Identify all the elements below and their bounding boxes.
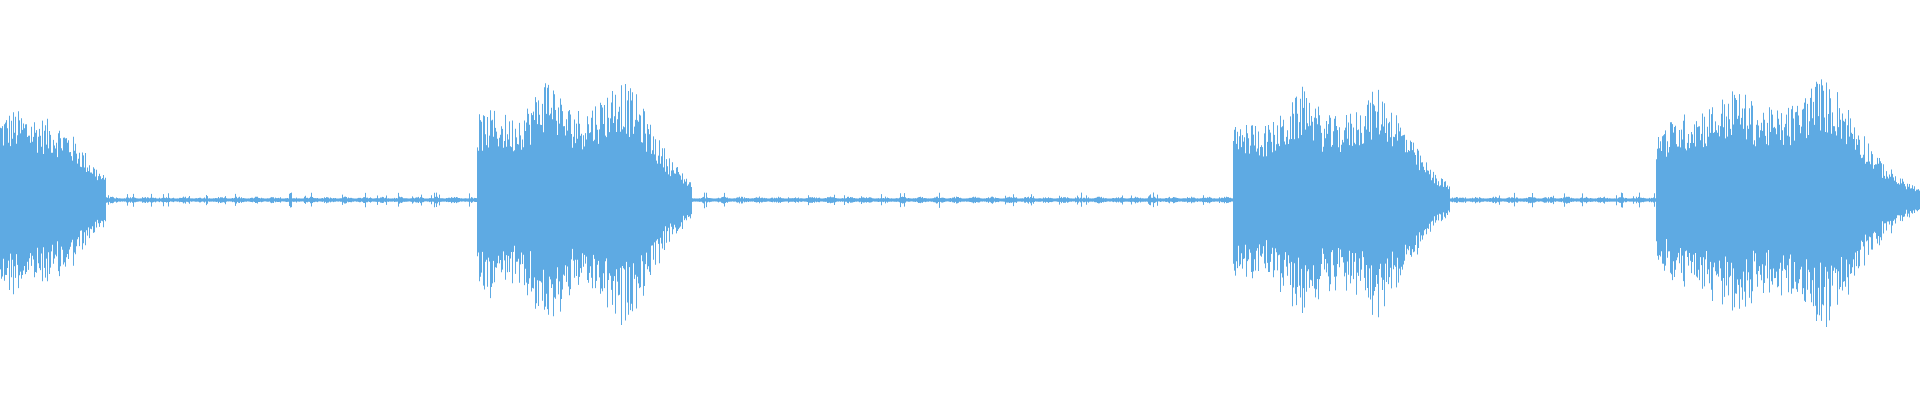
waveform-samples xyxy=(0,79,1920,327)
waveform-path xyxy=(0,79,1920,327)
